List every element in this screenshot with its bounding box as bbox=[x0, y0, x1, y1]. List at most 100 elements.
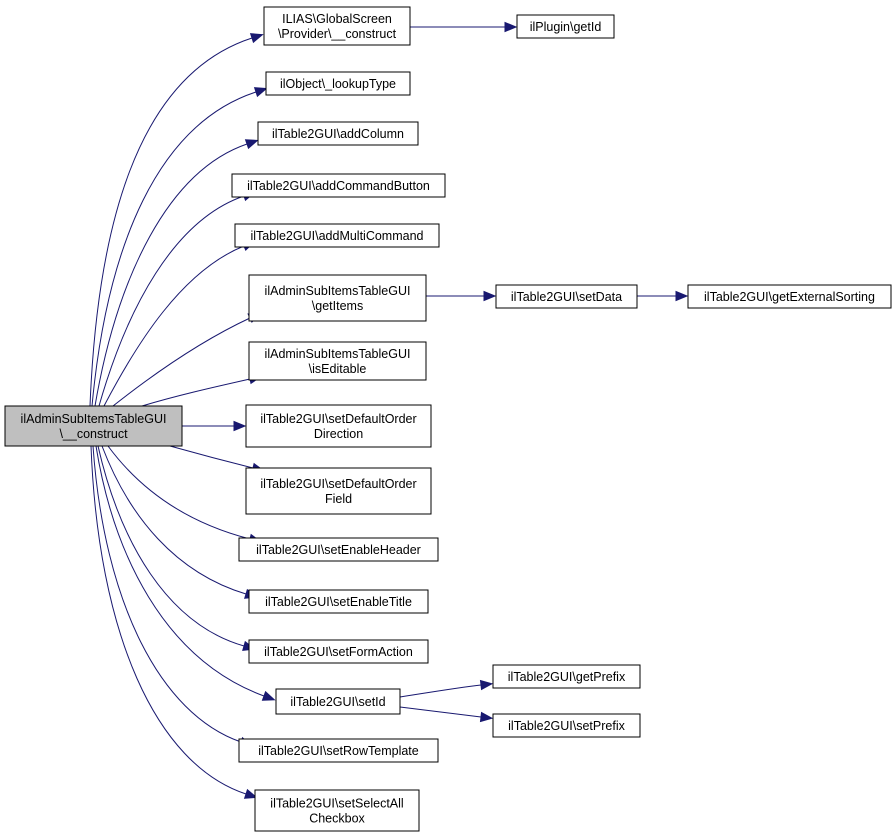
node-box bbox=[238, 537, 439, 562]
node-label: ilTable2GUI\setSelectAll bbox=[270, 797, 403, 811]
node-getitems[interactable]: ilAdminSubItemsTableGUI\getItems bbox=[248, 274, 427, 322]
node-label: ilTable2GUI\setDefaultOrder bbox=[260, 412, 416, 426]
node-box bbox=[4, 405, 183, 447]
node-label: ilTable2GUI\setDefaultOrder bbox=[260, 477, 416, 491]
node-box bbox=[231, 173, 446, 198]
edge-line bbox=[169, 445, 254, 469]
edge-line bbox=[112, 317, 251, 407]
node-label: ilPlugin\getId bbox=[530, 20, 602, 34]
node-label: ilTable2GUI\setFormAction bbox=[264, 645, 413, 659]
arrowhead-icon bbox=[483, 290, 497, 302]
edge-line bbox=[141, 378, 251, 407]
node-label: \isEditable bbox=[309, 362, 367, 376]
edge-setdata-extsort bbox=[637, 290, 689, 302]
node-label: ilTable2GUI\addColumn bbox=[272, 127, 404, 141]
node-label: Field bbox=[325, 492, 352, 506]
edge-root-selall bbox=[90, 445, 258, 799]
node-addcmd[interactable]: ilTable2GUI\addCommandButton bbox=[231, 173, 446, 198]
edge-root-addmulti bbox=[103, 241, 256, 407]
edge-root-formaction bbox=[97, 445, 256, 651]
edge-line bbox=[89, 37, 253, 407]
node-setprefix[interactable]: ilTable2GUI\setPrefix bbox=[492, 713, 641, 738]
node-enheader[interactable]: ilTable2GUI\setEnableHeader bbox=[238, 537, 439, 562]
arrowhead-icon bbox=[244, 139, 259, 150]
node-label: \getItems bbox=[312, 299, 363, 313]
node-box bbox=[492, 713, 641, 738]
node-box bbox=[234, 223, 440, 248]
edge-line bbox=[98, 195, 245, 407]
node-box bbox=[265, 71, 411, 96]
node-entitle[interactable]: ilTable2GUI\setEnableTitle bbox=[248, 589, 429, 614]
edge-root-lookup bbox=[91, 87, 268, 407]
edge-root-orderdir bbox=[182, 420, 247, 432]
node-label: ilTable2GUI\setData bbox=[511, 290, 622, 304]
edge-line bbox=[107, 445, 251, 540]
node-addmulti[interactable]: ilTable2GUI\addMultiCommand bbox=[234, 223, 440, 248]
node-formaction[interactable]: ilTable2GUI\setFormAction bbox=[248, 639, 429, 664]
edge-line bbox=[95, 445, 265, 697]
arrowhead-icon bbox=[253, 87, 268, 98]
arrowhead-icon bbox=[249, 33, 264, 44]
arrowhead-icon bbox=[479, 679, 494, 691]
edge-line bbox=[101, 445, 247, 595]
node-label: ilTable2GUI\addMultiCommand bbox=[251, 229, 424, 243]
node-box bbox=[248, 341, 427, 381]
edge-root-getitems bbox=[112, 312, 262, 407]
arrowhead-icon bbox=[261, 690, 276, 701]
node-box bbox=[516, 14, 615, 39]
node-plugin[interactable]: ilPlugin\getId bbox=[516, 14, 615, 39]
node-root[interactable]: ilAdminSubItemsTableGUI\__construct bbox=[4, 405, 183, 447]
node-lookup[interactable]: ilObject\_lookupType bbox=[265, 71, 411, 96]
edge-root-setid bbox=[95, 445, 276, 701]
node-label: ILIAS\GlobalScreen bbox=[282, 12, 392, 26]
edge-root-rowtpl bbox=[92, 445, 253, 747]
node-label: ilObject\_lookupType bbox=[280, 77, 396, 91]
node-label: ilTable2GUI\setEnableTitle bbox=[265, 595, 412, 609]
node-box bbox=[245, 404, 432, 448]
edge-root-entitle bbox=[101, 445, 258, 599]
edge-line bbox=[97, 445, 245, 647]
edge-line bbox=[94, 143, 248, 407]
node-addcol[interactable]: ilTable2GUI\addColumn bbox=[257, 121, 419, 146]
arrowhead-icon bbox=[675, 290, 689, 302]
edge-root-addcol bbox=[94, 139, 259, 407]
node-extsort[interactable]: ilTable2GUI\getExternalSorting bbox=[687, 284, 892, 309]
node-gs[interactable]: ILIAS\GlobalScreen\Provider\__construct bbox=[263, 6, 411, 46]
node-rowtpl[interactable]: ilTable2GUI\setRowTemplate bbox=[238, 738, 439, 763]
node-label: ilAdminSubItemsTableGUI bbox=[21, 412, 167, 426]
node-label: Direction bbox=[314, 427, 363, 441]
node-setdata[interactable]: ilTable2GUI\setData bbox=[495, 284, 638, 309]
edge-setid-getprefix bbox=[399, 679, 494, 698]
edge-line bbox=[399, 706, 482, 718]
node-iseditable[interactable]: ilAdminSubItemsTableGUI\isEditable bbox=[248, 341, 427, 381]
edge-line bbox=[91, 91, 257, 407]
nodes-layer: ilAdminSubItemsTableGUI\__construct ILIAS… bbox=[4, 6, 892, 832]
node-label: ilTable2GUI\addCommandButton bbox=[247, 179, 430, 193]
edge-line bbox=[103, 245, 245, 407]
node-box bbox=[492, 664, 641, 689]
node-label: ilAdminSubItemsTableGUI bbox=[265, 284, 411, 298]
edge-line bbox=[399, 684, 482, 698]
arrowhead-icon bbox=[243, 788, 258, 799]
node-label: ilTable2GUI\setRowTemplate bbox=[258, 744, 419, 758]
node-box bbox=[248, 274, 427, 322]
node-setid[interactable]: ilTable2GUI\setId bbox=[275, 688, 401, 715]
edge-line bbox=[92, 445, 242, 743]
node-box bbox=[275, 688, 401, 715]
node-box bbox=[238, 738, 439, 763]
edge-getitems-setdata bbox=[426, 290, 497, 302]
node-box bbox=[257, 121, 419, 146]
edge-line bbox=[90, 445, 247, 795]
node-box bbox=[263, 6, 411, 46]
node-getprefix[interactable]: ilTable2GUI\getPrefix bbox=[492, 664, 641, 689]
node-box bbox=[248, 639, 429, 664]
node-box bbox=[254, 789, 420, 832]
node-label: Checkbox bbox=[309, 812, 365, 826]
node-label: ilTable2GUI\setId bbox=[290, 695, 385, 709]
edge-root-enheader bbox=[107, 445, 262, 544]
node-label: \Provider\__construct bbox=[278, 27, 397, 41]
